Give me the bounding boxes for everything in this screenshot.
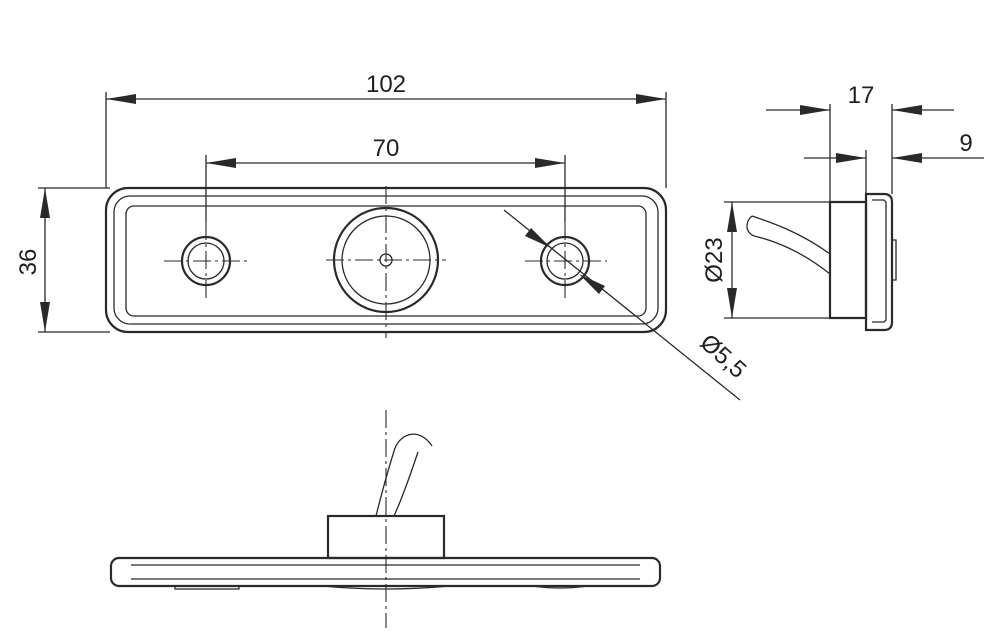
right-mounting-hole (525, 222, 607, 302)
dimension-side-depth: 17 (766, 82, 954, 202)
dimension-height: 36 (15, 187, 110, 333)
dimension-hole-spacing: 70 (205, 135, 566, 222)
dimension-side-lens-depth: 9 (804, 130, 984, 194)
overall-length-label: 102 (366, 71, 406, 98)
side-view (746, 192, 897, 332)
side-cable-top (751, 215, 831, 255)
bottom-cable-end (394, 433, 433, 449)
side-lens-inner (872, 199, 887, 323)
bottom-foot-left (174, 585, 240, 590)
side-depth-label: 17 (848, 82, 875, 109)
hole-diameter-label: Ø5,5 (695, 329, 752, 384)
left-mounting-hole (164, 222, 248, 302)
bottom-cable-right (393, 451, 419, 517)
height-label: 36 (15, 249, 42, 276)
bottom-view (109, 410, 662, 628)
side-diameter-label: Ø23 (701, 237, 728, 282)
side-housing (828, 200, 868, 320)
dimension-overall-length: 102 (105, 71, 667, 188)
side-lens-cap (864, 192, 894, 332)
front-view (104, 186, 668, 338)
side-lens-bump (892, 239, 897, 281)
side-cable-end (746, 215, 755, 237)
side-cable-bottom (753, 235, 831, 275)
central-lamp (326, 186, 446, 338)
dimension-side-diameter: Ø23 (701, 201, 830, 319)
hole-spacing-label: 70 (373, 135, 400, 162)
side-lens-depth-label: 9 (959, 130, 972, 157)
bottom-cable-left (375, 447, 396, 517)
bottom-foot-right (531, 585, 589, 589)
